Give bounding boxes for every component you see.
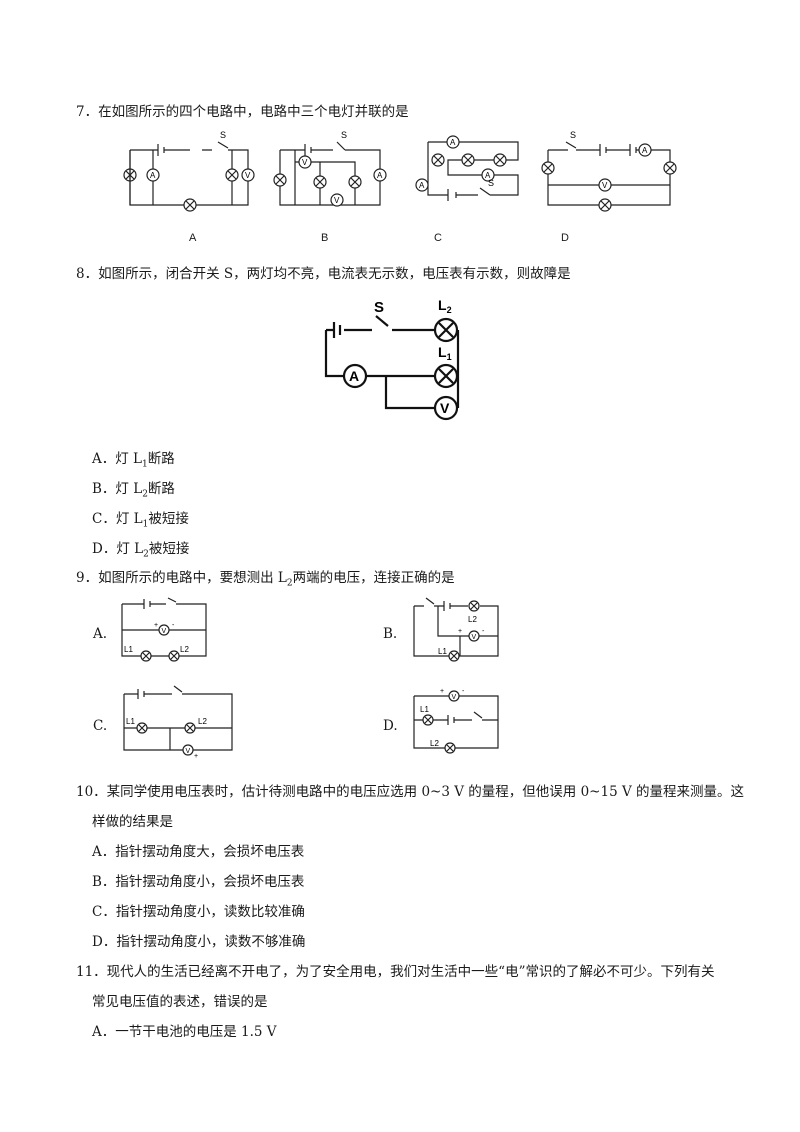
q9b-plus: + (458, 628, 462, 635)
q7a-voltmeter-label: V (245, 171, 251, 180)
q9-option-b-label[interactable]: B. (383, 626, 398, 642)
q8-l2-sub: 2 (447, 305, 452, 315)
svg-text:L1: L1 (438, 344, 452, 362)
q8-l1-sub: 1 (447, 352, 452, 362)
q11-option-a[interactable]: A．一节干电池的电压是 1.5 V (92, 1024, 277, 1040)
q10-option-d[interactable]: D．指针摆动角度小，读数不够准确 (92, 934, 306, 950)
q8-l2-label: L (438, 297, 447, 313)
q7-caption-b: B (321, 232, 329, 244)
q7-circuit-c: A A A S (415, 135, 519, 201)
q7d-voltmeter-label: V (602, 181, 608, 190)
q10-option-b[interactable]: B．指针摆动角度小，会损坏电压表 (92, 874, 305, 890)
q9d-minus: - (462, 688, 465, 695)
svg-text:L2: L2 (438, 297, 452, 315)
q9d-voltmeter: V (452, 694, 457, 701)
q8-circuit: A V S L2 L1 (324, 297, 460, 421)
q7a-switch-label: S (220, 130, 226, 140)
q7c-ammeter-top: A (450, 138, 456, 147)
q10-stem-line1: 10．某同学使用电压表时，估计待测电路中的电压应选用 0~3 V 的量程，但他误… (76, 784, 744, 800)
q9b-voltmeter: V (472, 634, 477, 641)
q7-circuit-a: A V S (123, 130, 255, 212)
q9a-minus: - (172, 622, 175, 629)
q11-stem-line2: 常见电压值的表述，错误的是 (92, 994, 268, 1010)
q9d-lamp2: L2 (430, 739, 439, 748)
q9d-plus: + (440, 688, 444, 695)
q7b-switch-label: S (341, 130, 347, 140)
q7-caption-c: C (434, 232, 442, 244)
q9a-lamp1: L1 (124, 645, 133, 654)
q9a-plus: + (154, 622, 158, 629)
q8-l1-label: L (438, 344, 447, 360)
q9-circuit-a[interactable]: V + - L1 L2 (118, 597, 210, 666)
q9-stem: 9．如图所示的电路中，要想测出 L2两端的电压，连接正确的是 (76, 570, 455, 589)
q9-option-a-label[interactable]: A. (93, 626, 108, 642)
q9b-lamp2: L2 (468, 615, 477, 624)
q9-option-c-label[interactable]: C. (93, 718, 108, 734)
q8-option-c[interactable]: C．灯 L1被短接 (92, 511, 189, 530)
q9d-lamp1: L1 (420, 705, 429, 714)
q9-circuit-c[interactable]: V + L1 L2 (120, 685, 236, 760)
q7-circuit-d: A V S (541, 130, 677, 212)
q8-stem: 8．如图所示，闭合开关 S，两灯均不亮，电流表无示数，电压表有示数，则故障是 (76, 266, 571, 282)
q9c-lamp1: L1 (126, 717, 135, 726)
q9c-voltmeter: V (186, 748, 191, 755)
q8-option-b[interactable]: B．灯 L2断路 (92, 481, 175, 500)
q8-ammeter-label: A (349, 368, 359, 384)
q7-circuit-b: V V A S (273, 130, 387, 207)
q7d-switch-label: S (570, 130, 576, 140)
q7b-ammeter-label: A (377, 171, 383, 180)
q7a-ammeter-label: A (150, 171, 156, 180)
q7c-switch-label: S (488, 178, 494, 188)
q8-voltmeter-label: V (440, 400, 450, 416)
q9a-voltmeter: V (162, 628, 167, 635)
q7b-voltmeter-bottom: V (334, 196, 340, 205)
q10-option-a[interactable]: A．指针摆动角度大，会损坏电压表 (92, 844, 305, 860)
q11-stem-line1: 11．现代人的生活已经离不开电了，为了安全用电，我们对生活中一些“电”常识的了解… (76, 964, 715, 980)
q10-stem-line2: 样做的结果是 (92, 814, 173, 830)
q9a-lamp2: L2 (180, 645, 189, 654)
q8-option-d[interactable]: D．灯 L2被短接 (92, 541, 190, 560)
q7d-ammeter-label: A (642, 146, 648, 155)
q7b-voltmeter-top: V (302, 158, 308, 167)
q7c-ammeter-left: A (419, 181, 425, 190)
q7-caption-a: A (189, 232, 197, 244)
q10-option-c[interactable]: C．指针摆动角度小，读数比较准确 (92, 904, 305, 920)
q9-circuit-b[interactable]: V + - L2 L1 (410, 597, 505, 666)
q7c-ammeter-mid: A (485, 171, 491, 180)
q7-caption-d: D (561, 232, 569, 244)
q9c-lamp2: L2 (198, 717, 207, 726)
q8-option-a[interactable]: A．灯 L1断路 (92, 451, 175, 470)
q8-switch-label: S (374, 299, 384, 316)
q7-stem: 7．在如图所示的四个电路中，电路中三个电灯并联的是 (76, 104, 409, 120)
q9-option-d-label[interactable]: D. (383, 718, 398, 734)
q9b-lamp1: L1 (438, 647, 447, 656)
q9c-plus: + (194, 753, 198, 760)
q9-circuit-d[interactable]: V + - L1 L2 (410, 688, 505, 756)
q9b-minus: - (482, 628, 485, 635)
